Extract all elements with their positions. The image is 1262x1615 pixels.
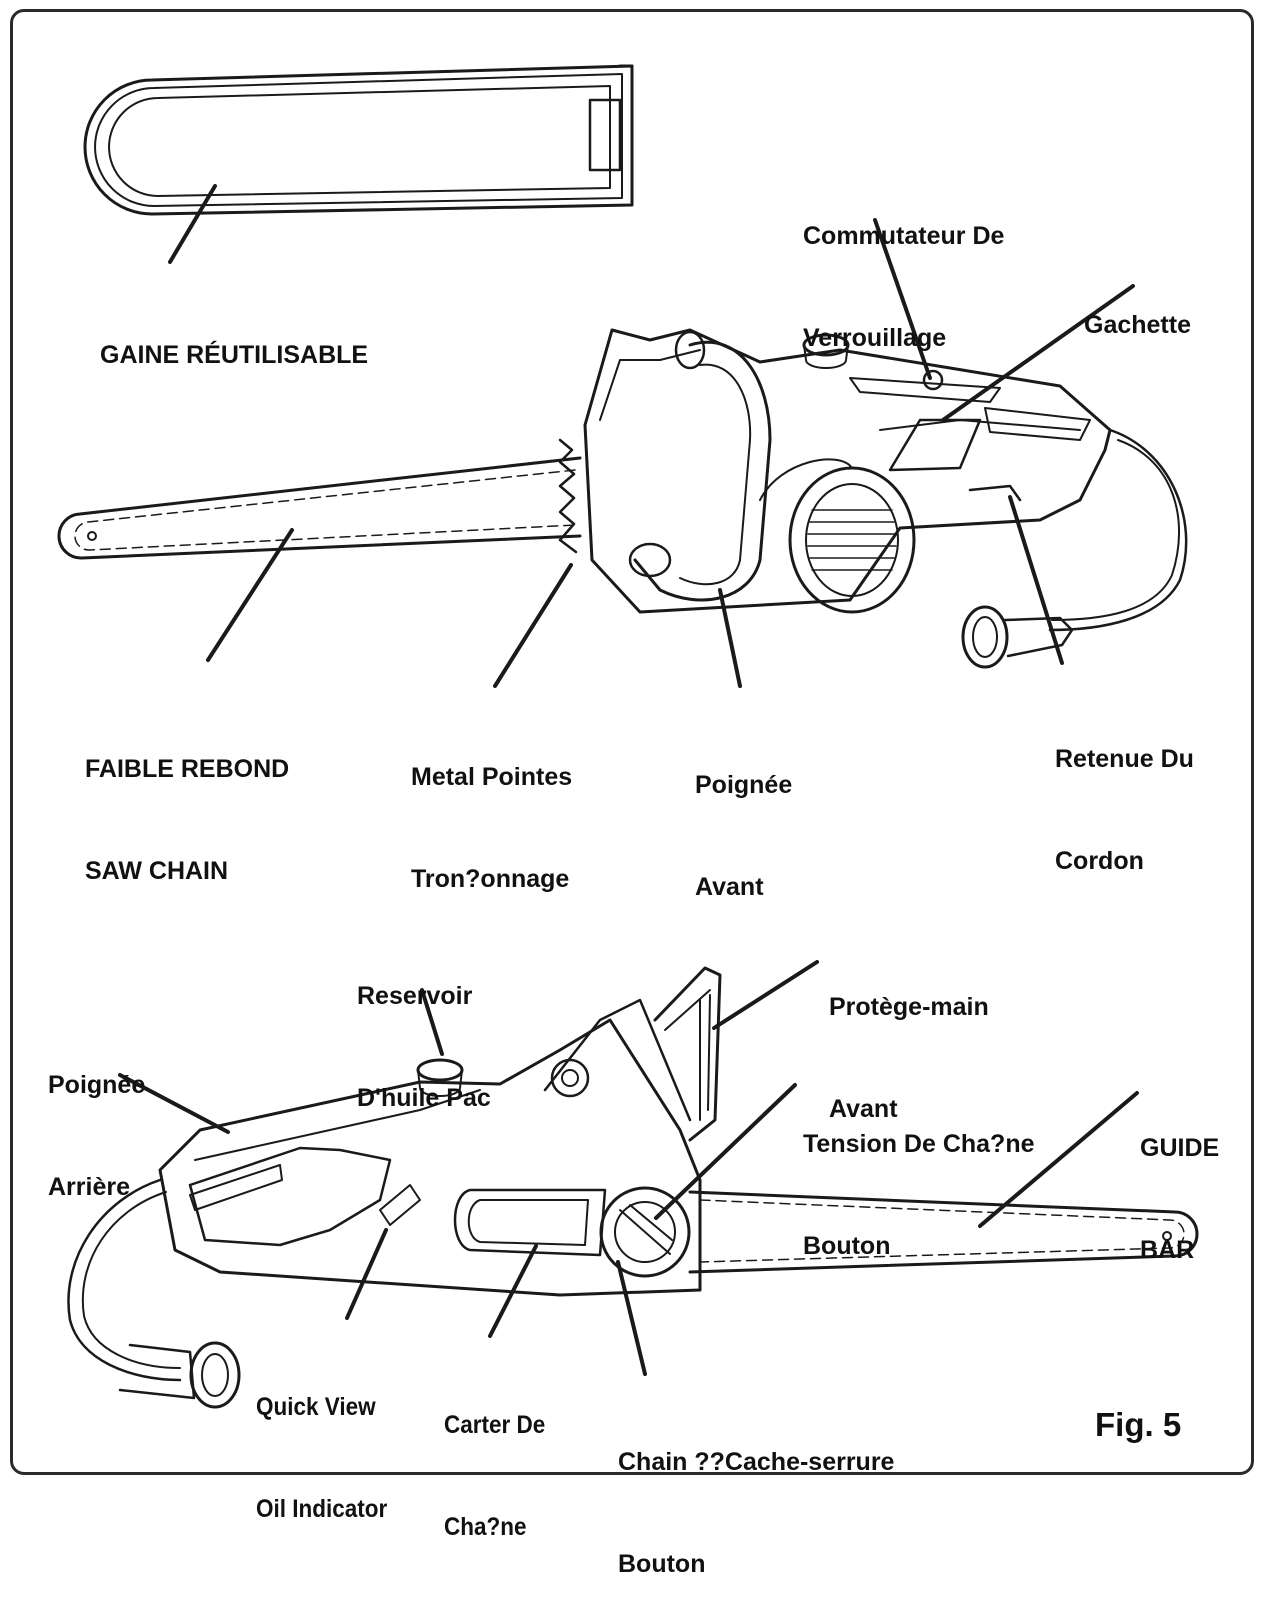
label-trigger: Gachette — [1084, 240, 1191, 376]
leader-scabbard — [168, 184, 217, 264]
label-line: Chain ??Cache-serrure — [618, 1448, 895, 1476]
label-line: Tension De Cha?ne — [803, 1130, 1035, 1158]
scabbard-drawing — [83, 64, 634, 216]
label-line: Metal Pointes — [411, 763, 573, 791]
label-line: SAW CHAIN — [85, 857, 229, 885]
label-rear-handle: Poignée Arrière — [48, 1000, 145, 1238]
label-line: GAINE RÉUTILISABLE — [100, 341, 369, 369]
leader-lines — [118, 184, 1139, 1376]
label-line: Carter De — [444, 1411, 546, 1439]
label-line: Retenue Du — [1055, 745, 1194, 773]
label-line: Reservoir — [357, 982, 473, 1010]
label-guide-bar: GUIDE BAR — [1140, 1063, 1219, 1301]
label-cord-retainer: Retenue Du Cordon — [1055, 674, 1194, 912]
label-line: Tron?onnage — [411, 865, 570, 893]
leader-tension-knob — [654, 1083, 797, 1220]
leader-rear-handle — [118, 1073, 230, 1134]
label-line: Protège-main — [829, 993, 989, 1021]
leader-lock-switch — [873, 218, 932, 380]
label-line: Bouton — [618, 1550, 706, 1578]
label-tension-knob: Tension De Cha?ne Bouton — [803, 1059, 1035, 1297]
leader-spikes — [493, 563, 573, 688]
label-cover-lock-knob: Chain ??Cache-serrure Bouton — [618, 1377, 894, 1615]
label-scabbard: GAINE RÉUTILISABLE — [100, 270, 368, 406]
label-line: Quick View — [256, 1393, 376, 1421]
leader-oil-tank — [420, 988, 444, 1056]
leader-front-handle — [718, 588, 742, 688]
label-line: Cordon — [1055, 847, 1144, 875]
label-saw-chain: FAIBLE REBOND SAW CHAIN — [85, 684, 289, 922]
bottom-chainsaw-drawing — [67, 966, 1199, 1409]
chainsaw-illustration — [57, 64, 1199, 1409]
label-line: Gachette — [1084, 311, 1191, 339]
leader-saw-chain — [206, 528, 294, 662]
label-line: BAR — [1140, 1236, 1195, 1264]
label-spikes: Metal Pointes Tron?onnage — [411, 692, 572, 930]
label-hand-guard: Protège-main Avant — [829, 922, 989, 1160]
label-line: Poignée — [48, 1071, 146, 1099]
label-line: Oil Indicator — [256, 1495, 388, 1523]
label-line: D'huile Pac — [357, 1084, 491, 1112]
label-line: Avant — [695, 873, 764, 901]
label-line: Bouton — [803, 1232, 891, 1260]
label-line: Poignée — [695, 771, 793, 799]
leader-chain-cover — [488, 1244, 538, 1338]
leader-cord-retainer — [1008, 495, 1064, 665]
top-chainsaw-drawing — [57, 328, 1188, 669]
label-line: Avant — [829, 1095, 898, 1123]
figure-frame — [10, 9, 1254, 1475]
label-line: Commutateur De — [803, 222, 1005, 250]
label-line: GUIDE — [1140, 1134, 1220, 1162]
leader-hand-guard — [712, 960, 819, 1030]
label-line: Verrouillage — [803, 324, 947, 352]
label-oil-tank: Reservoir D'huile Pac — [357, 911, 491, 1149]
leader-oil-indicator — [345, 1228, 388, 1320]
leader-guide-bar — [978, 1091, 1139, 1228]
leader-cover-lock-knob — [616, 1260, 647, 1376]
label-line: Arrière — [48, 1173, 130, 1201]
label-line: FAIBLE REBOND — [85, 755, 290, 783]
label-lock-switch: Commutateur De Verrouillage — [803, 151, 1004, 389]
label-front-handle: Poignée Avant — [695, 700, 792, 938]
label-oil-indicator: Quick View Oil Indicator — [256, 1322, 387, 1560]
label-line: Cha?ne — [444, 1513, 527, 1541]
leader-trigger — [941, 284, 1135, 422]
label-chain-cover: Carter De Cha?ne — [444, 1340, 545, 1578]
figure-number: Fig. 5 — [1095, 1406, 1182, 1443]
